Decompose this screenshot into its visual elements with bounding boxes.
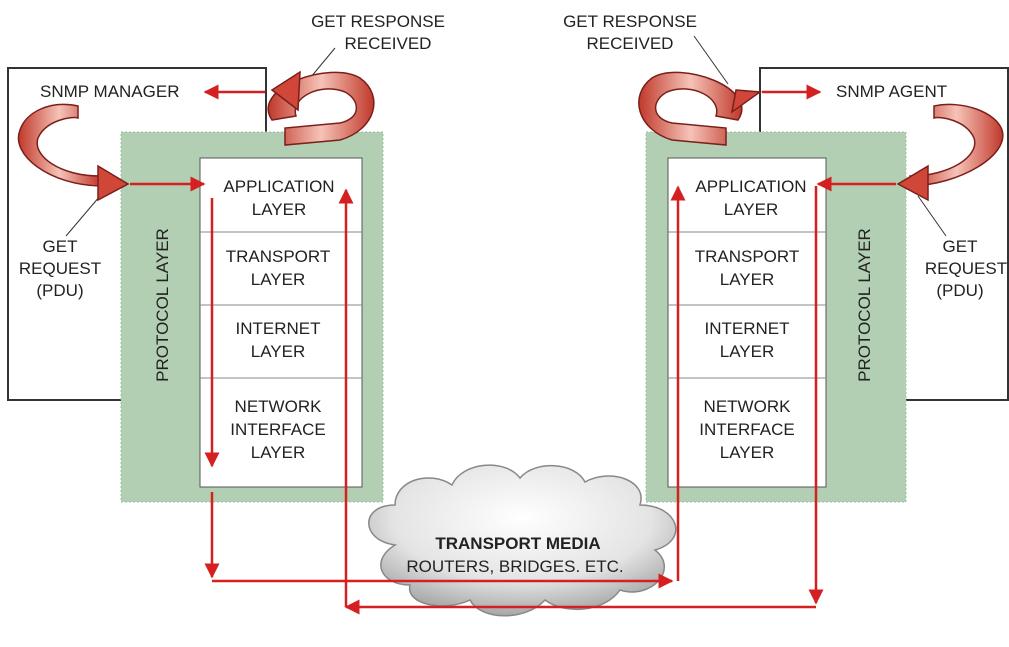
manager-stack: PROTOCOL LAYER APPLICATION LAYER TRANSPO…: [7, 12, 445, 503]
agent-layer-network-1: NETWORK: [704, 397, 792, 416]
agent-layer-network-2: INTERFACE: [699, 420, 794, 439]
manager-layer-application-1: APPLICATION: [223, 177, 334, 196]
agent-title: SNMP AGENT: [836, 82, 947, 101]
manager-get-request-2: REQUEST: [19, 259, 101, 278]
manager-title: SNMP MANAGER: [40, 82, 180, 101]
agent-protocol-label: PROTOCOL LAYER: [855, 228, 874, 382]
agent-request-leader: [917, 195, 947, 237]
cloud-subtitle: ROUTERS, BRIDGES. ETC.: [406, 557, 623, 576]
agent-layer-transport-1: TRANSPORT: [695, 247, 800, 266]
cloud-title: TRANSPORT MEDIA: [435, 534, 600, 553]
manager-request-curl-arrow: [17, 103, 130, 202]
agent-response-leader: [693, 35, 729, 85]
manager-layer-network-2: INTERFACE: [230, 420, 325, 439]
agent-layer-application-1: APPLICATION: [695, 177, 806, 196]
agent-layer-internet-2: LAYER: [720, 342, 775, 361]
agent-get-request-3: (PDU): [936, 281, 983, 300]
agent-get-request-1: GET: [943, 237, 978, 256]
agent-layer-network-3: LAYER: [720, 443, 775, 462]
manager-get-response-2: RECEIVED: [345, 34, 432, 53]
agent-stack: PROTOCOL LAYER APPLICATION LAYER TRANSPO…: [563, 12, 1009, 503]
manager-layer-transport-1: TRANSPORT: [226, 247, 331, 266]
manager-layer-stack: [199, 157, 363, 488]
agent-layer-transport-2: LAYER: [720, 270, 775, 289]
manager-layer-internet-2: LAYER: [251, 342, 306, 361]
manager-get-request-3: (PDU): [36, 281, 83, 300]
manager-request-leader: [65, 195, 101, 237]
manager-layer-transport-2: LAYER: [251, 270, 306, 289]
agent-get-response-1: GET RESPONSE: [563, 12, 697, 31]
agent-layer-application-2: LAYER: [724, 200, 779, 219]
transport-media-cloud: TRANSPORT MEDIA ROUTERS, BRIDGES. ETC.: [368, 464, 677, 617]
agent-response-curl-arrow: [638, 71, 763, 146]
manager-layer-application-2: LAYER: [252, 200, 307, 219]
agent-get-response-2: RECEIVED: [587, 34, 674, 53]
agent-request-curl-arrow: [896, 103, 1004, 202]
manager-layer-network-3: LAYER: [251, 443, 306, 462]
manager-protocol-label: PROTOCOL LAYER: [153, 228, 172, 382]
agent-get-request-2: REQUEST: [925, 259, 1007, 278]
manager-layer-network-1: NETWORK: [235, 397, 323, 416]
manager-response-curl-arrow: [267, 70, 375, 146]
manager-get-response-1: GET RESPONSE: [311, 12, 445, 31]
manager-get-request-1: GET: [43, 237, 78, 256]
agent-layer-internet-1: INTERNET: [705, 319, 790, 338]
flow-arrows: [130, 84, 896, 615]
agent-layer-stack: [667, 157, 827, 488]
manager-layer-internet-1: INTERNET: [236, 319, 321, 338]
